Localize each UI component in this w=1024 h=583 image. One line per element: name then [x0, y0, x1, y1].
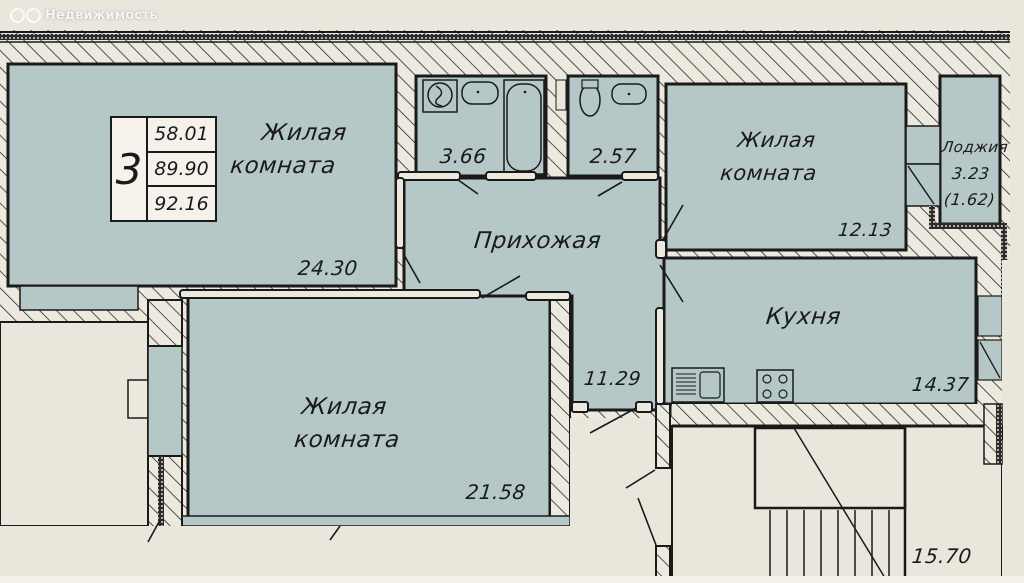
room-living-2-area: 12.13 [836, 220, 894, 241]
room-living-3-name: Жилая комната [292, 394, 404, 453]
room-count: 3 [112, 118, 148, 220]
room-name-line1: Жилая [260, 120, 349, 146]
stairwell-area: 15.70 [910, 544, 974, 568]
room-name-line2: комната [719, 161, 819, 185]
room-name-line1: Жилая [300, 394, 389, 420]
room-living-3-floor [186, 294, 552, 520]
bottom-edge [0, 576, 1024, 583]
room-living-2-name: Жилая комната [719, 128, 821, 185]
watermark: Недвижимость [10, 8, 158, 23]
room-name-line2: комната [292, 427, 402, 453]
room-living-3-area: 21.58 [464, 480, 528, 504]
total-area-value: 89.90 [148, 153, 215, 188]
room-living-2-floor [664, 82, 908, 252]
apartment-summary-box: 3 58.01 89.90 92.16 [110, 116, 217, 222]
watermark-text: Недвижимость [45, 8, 158, 23]
room-toilet-area: 2.57 [588, 144, 638, 168]
room-kitchen-area: 14.37 [910, 374, 971, 396]
room-hallway-name: Прихожая [472, 228, 603, 254]
room-bathroom-area: 3.66 [438, 144, 488, 168]
room-hallway-area: 11.29 [582, 368, 643, 390]
room-loggia-floor [938, 74, 1002, 226]
room-name-line2: комната [228, 153, 338, 179]
room-name-line1: Жилая [736, 128, 817, 152]
room-kitchen-name: Кухня [764, 304, 843, 330]
living-area-value: 58.01 [148, 118, 215, 153]
room-loggia-name: Лоджия [941, 138, 1010, 156]
total-area-with-loggia-value: 92.16 [154, 192, 209, 215]
yandex-realty-logo-icon [10, 8, 41, 23]
room-loggia-area-reduced: (1.62) [943, 190, 997, 209]
room-living-1-area: 24.30 [296, 256, 360, 280]
room-loggia-area: 3.23 [951, 164, 991, 183]
room-living-1-name: Жилая комната [228, 120, 349, 179]
